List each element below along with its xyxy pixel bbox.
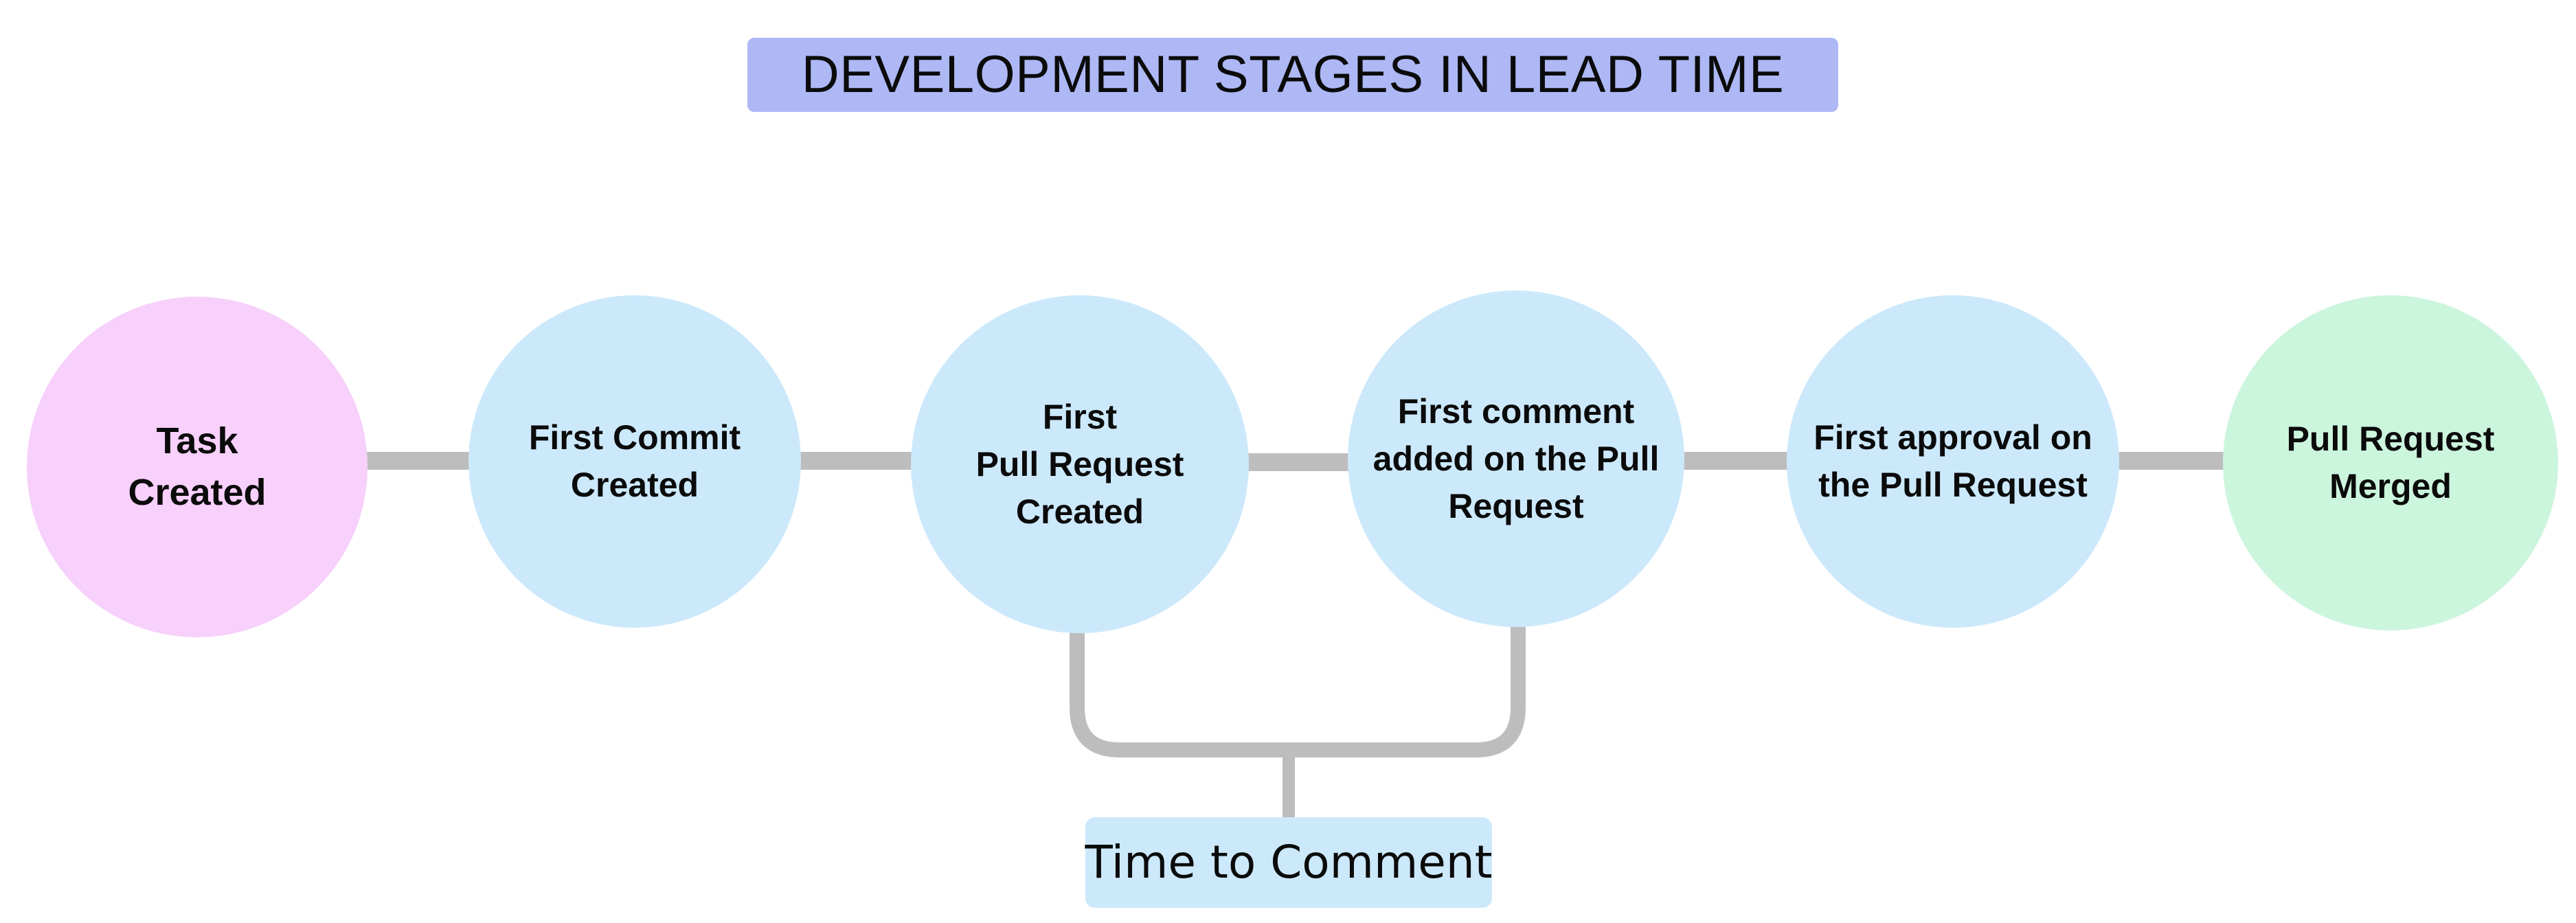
- time-to-comment-bracket: [1070, 625, 1526, 819]
- node-pull-request-merged-label: Pull Request Merged: [2286, 420, 2495, 505]
- page-title: DEVELOPMENT STAGES IN LEAD TIME: [801, 45, 1785, 104]
- connector-first-comment-to-first-approval: [1682, 452, 1789, 470]
- diagram-title-banner: DEVELOPMENT STAGES IN LEAD TIME: [747, 38, 1838, 112]
- node-first-commit-created-label: First Commit Created: [528, 418, 741, 504]
- node-first-commit-created[interactable]: First Commit Created: [468, 295, 801, 628]
- node-first-pull-request-created[interactable]: First Pull Request Created: [911, 295, 1249, 633]
- node-task-created-label: Task Created: [128, 420, 267, 513]
- connector-task-created-to-first-commit: [363, 452, 470, 470]
- node-first-approval-on-pull-request[interactable]: First approval on the Pull Request: [1787, 295, 2119, 628]
- connector-first-pull-request-to-first-comment: [1245, 453, 1349, 471]
- connector-first-commit-to-first-pull-request: [800, 452, 912, 470]
- annotation-time-to-comment-label: Time to Comment: [1085, 836, 1493, 889]
- node-task-created[interactable]: Task Created: [27, 297, 368, 637]
- connector-first-approval-to-pull-request-merged: [2119, 452, 2226, 470]
- node-pull-request-merged[interactable]: Pull Request Merged: [2223, 295, 2558, 630]
- node-first-comment-on-pull-request-label: First comment added on the Pull Request: [1372, 391, 1660, 525]
- node-first-approval-on-pull-request-label: First approval on the Pull Request: [1814, 418, 2092, 504]
- annotation-time-to-comment[interactable]: Time to Comment: [1085, 817, 1493, 908]
- node-first-comment-on-pull-request[interactable]: First comment added on the Pull Request: [1348, 290, 1684, 627]
- node-first-pull-request-created-label: First Pull Request Created: [975, 397, 1184, 531]
